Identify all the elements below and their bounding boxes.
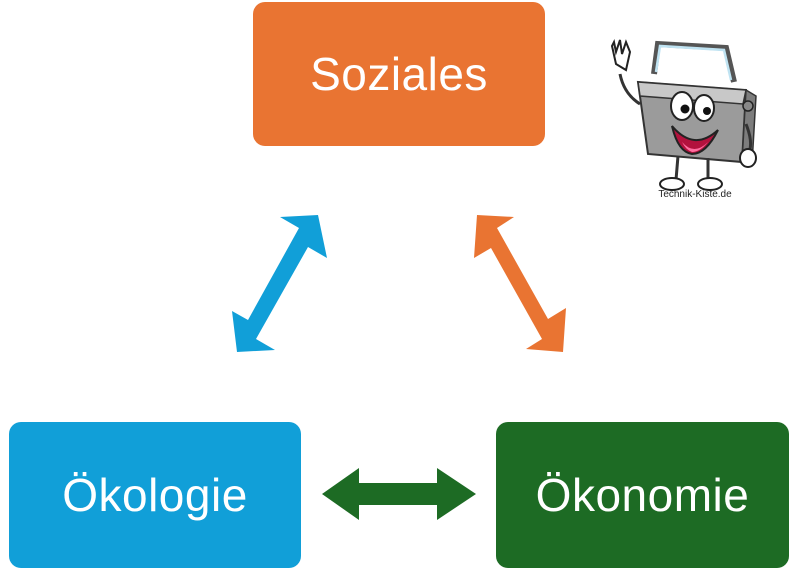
node-soziales: Soziales (253, 2, 545, 146)
logo-caption: Technik-Kiste.de (658, 189, 732, 200)
node-oekonomie-label: Ökonomie (535, 469, 750, 521)
arrow-soziales-oekologie (232, 215, 327, 352)
node-oekonomie: Ökonomie (496, 422, 789, 568)
arrow-oekologie-oekonomie (322, 468, 476, 520)
node-oekologie-label: Ökologie (62, 469, 248, 521)
node-oekologie: Ökologie (9, 422, 301, 568)
node-soziales-label: Soziales (310, 48, 488, 100)
arrow-soziales-oekonomie (474, 215, 566, 352)
technik-kiste-mascot-logo (610, 38, 757, 191)
